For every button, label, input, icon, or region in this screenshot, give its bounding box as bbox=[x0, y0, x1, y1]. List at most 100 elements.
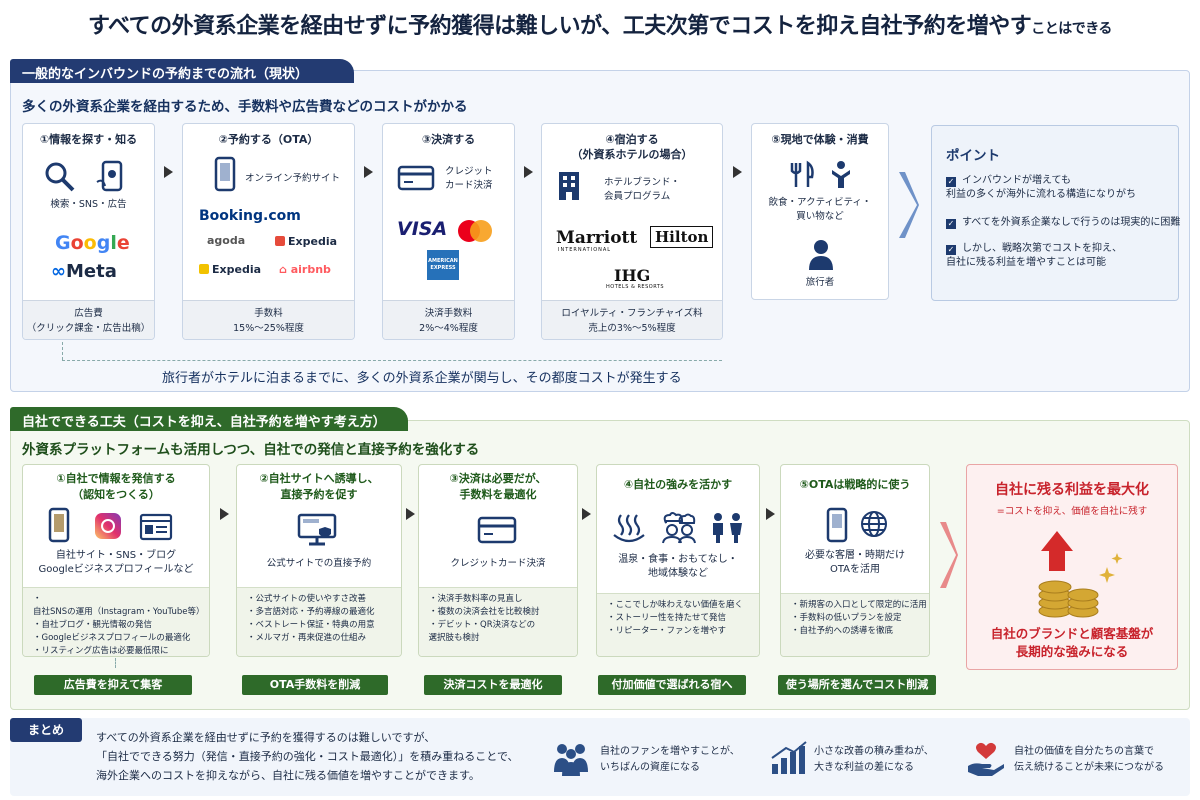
card-sub: 必要な客層・時期だけ OTAを活用 bbox=[805, 550, 905, 575]
card-detail-list: 決済手数料率の見直し 複数の決済会社を比較検討 デビット・QR決済などの 選択肢… bbox=[419, 587, 577, 656]
hot-spring-icon bbox=[613, 514, 645, 543]
card-footer-label: 広告費 bbox=[74, 308, 103, 319]
title-tail: ことはできる bbox=[1031, 21, 1112, 37]
summary-text: すべての外資系企業を経由せずに予約を獲得するのは難しいですが、 「自社でできる努… bbox=[96, 728, 519, 785]
detail-item-continued: 選択肢も検討 bbox=[428, 633, 480, 643]
amex-logo: AMERICAN EXPRESS bbox=[427, 250, 459, 280]
flow-arrow bbox=[364, 166, 373, 178]
detail-item: 決済手数料率の見直し bbox=[429, 593, 577, 606]
detail-item: ここでしか味わえない価値を磨く bbox=[607, 599, 759, 612]
effect-tag: 使う場所を選んでコスト削減 bbox=[778, 675, 936, 695]
detail-item: ベストレート保証・特典の用意 bbox=[247, 619, 401, 632]
flow-arrow bbox=[164, 166, 173, 178]
card-sub: 自社サイト・SNS・ブログ Googleビジネスプロフィールなど bbox=[38, 550, 194, 575]
hotel-building-icon bbox=[559, 172, 579, 200]
card-sub: 旅行者 bbox=[805, 277, 835, 288]
card-footer: 手数料 15%〜25%程度 bbox=[183, 300, 354, 339]
result-footer: 自社のブランドと顧客基盤が 長期的な強みになる bbox=[990, 626, 1154, 659]
point-text: インバウンドが増えても 利益の多くが海外に流れる構造になりがち bbox=[946, 175, 1136, 200]
chevron-right-icon bbox=[899, 172, 919, 238]
detail-item: メルマガ・再来促進の仕組み bbox=[247, 632, 401, 645]
summary-box bbox=[10, 718, 1190, 796]
expedia-logo-1: Expedia bbox=[275, 235, 337, 248]
monitor-icon bbox=[297, 513, 337, 546]
flow-arrow bbox=[406, 508, 415, 520]
card-footer-label: 手数料 bbox=[254, 308, 283, 319]
smartphone-icon bbox=[48, 507, 70, 543]
card-footer-value: 15%〜25%程度 bbox=[233, 323, 304, 334]
connector-line bbox=[62, 342, 63, 360]
card-footer-label: ロイヤルティ・フランチャイズ料 bbox=[561, 308, 703, 319]
mastercard-logo bbox=[458, 220, 492, 242]
detail-item: 新規客の入口として限定的に活用 bbox=[791, 599, 929, 612]
detail-item: ストーリー性を持たせて発信 bbox=[607, 612, 759, 625]
flow-arrow bbox=[524, 166, 533, 178]
effort-card-direct: ②自社サイトへ誘導し、 直接予約を促す 公式サイトでの直接予約 公式サイトの使い… bbox=[236, 464, 402, 657]
agoda-logo: agoda bbox=[207, 234, 246, 247]
expedia-text: Expedia bbox=[212, 263, 262, 276]
effort-card-strength: ④自社の強みを活かす 温泉・食事・おもてなし・ 地域体験など ここでしか味わえな… bbox=[596, 464, 760, 657]
card-footer: 広告費 （クリック課金・広告出稿） bbox=[23, 300, 154, 339]
booking-logo: Booking.com bbox=[199, 208, 301, 224]
chevron-right-icon bbox=[940, 522, 958, 588]
card-heading: ③決済する bbox=[421, 133, 476, 146]
card-detail-list: 自社SNSの運用（Instagram・YouTube等） 自社ブログ・観光情報の… bbox=[23, 587, 209, 656]
airbnb-logo: ⌂ airbnb bbox=[279, 263, 331, 276]
summary-item: 小さな改善の積み重ねが、 大きな利益の差になる bbox=[814, 746, 934, 773]
credit-card-icon bbox=[477, 516, 517, 544]
card-sub: 飲食・アクティビティ・ 買い物など bbox=[768, 197, 872, 222]
card-sub: 温泉・食事・おもてなし・ 地域体験など bbox=[618, 554, 738, 579]
point-item: ✓インバウンドが増えても 利益の多くが海外に流れる構造になりがち bbox=[946, 174, 1136, 202]
flow-arrow bbox=[766, 508, 775, 520]
ihg-sub: HOTELS & RESORTS bbox=[606, 284, 665, 290]
detail-item: 手数料の低いプランを設定 bbox=[791, 612, 929, 625]
card-footer-value: 売上の3%〜5%程度 bbox=[588, 323, 676, 334]
growth-chart-icon bbox=[771, 741, 807, 774]
card-detail-list: 新規客の入口として限定的に活用 手数料の低いプランを設定 自社予約への誘導を徹底 bbox=[781, 593, 929, 656]
card-heading: ②予約する（OTA） bbox=[218, 133, 319, 146]
card-sub: クレジットカード決済 bbox=[450, 558, 546, 569]
hilton-logo: Hilton bbox=[650, 226, 714, 248]
point-item: ✓しかし、戦略次第でコストを抑え、 自社に残る利益を増やすことは可能 bbox=[946, 242, 1122, 270]
card-footer-value: （クリック課金・広告出稿） bbox=[26, 323, 151, 334]
detail-item: リピーター・ファンを増やす bbox=[607, 625, 759, 638]
card-heading: ⑤OTAは戦略的に使う bbox=[799, 478, 911, 491]
flow-arrow bbox=[220, 508, 229, 520]
card-detail-list: ここでしか味わえない価値を磨く ストーリー性を持たせて発信 リピーター・ファンを… bbox=[597, 593, 759, 656]
effort-card-publish: ①自社で情報を発信する （認知をつくる） 自社サイト・SNS・ブログ Googl… bbox=[22, 464, 210, 657]
coins-growth-icon bbox=[1038, 531, 1123, 618]
smartphone-icon bbox=[96, 160, 123, 192]
traveler-icon bbox=[809, 240, 833, 270]
google-logo: Google bbox=[55, 232, 130, 254]
detail-item: デビット・QR決済などの bbox=[429, 619, 577, 632]
flow-card-ota: ②予約する（OTA） オンライン予約サイト Booking.com agoda … bbox=[182, 123, 355, 340]
flow-arrow bbox=[582, 508, 591, 520]
card-sub: 公式サイトでの直接予約 bbox=[266, 558, 372, 569]
card-heading: ③決済は必要だが、 手数料を最適化 bbox=[449, 472, 547, 501]
meta-logo: ∞Meta bbox=[51, 261, 117, 282]
detail-item: リスティング広告は必要最低限に bbox=[33, 645, 209, 656]
detail-item: 多言語対応・予約導線の最適化 bbox=[247, 606, 401, 619]
detail-item: 自社予約への誘導を徹底 bbox=[791, 625, 929, 638]
point-item: ✓すべてを外資系企業なしで行うのは現実的に困難 bbox=[946, 216, 1180, 230]
summary-line: 「自社でできる努力（発信・直接予約の強化・コスト最適化）」を積み重ねることで、 bbox=[96, 750, 519, 763]
card-detail-list: 公式サイトの使いやすさ改善 多言語対応・予約導線の最適化 ベストレート保証・特典… bbox=[237, 587, 401, 656]
page-title: すべての外資系企業を経由せずに予約獲得は難しいが、工夫次第でコストを抑え自社予約… bbox=[0, 8, 1200, 40]
chef-icon bbox=[662, 512, 696, 544]
effect-tag: 付加価値で選ばれる宿へ bbox=[598, 675, 746, 695]
point-box: ポイント ✓インバウンドが増えても 利益の多くが海外に流れる構造になりがち ✓す… bbox=[931, 125, 1180, 301]
current-flow-lead: 多くの外資系企業を経由するため、手数料や広告費などのコストがかかる bbox=[22, 99, 468, 115]
effort-card-ota: ⑤OTAは戦略的に使う 必要な客層・時期だけ OTAを活用 新規客の入口として限… bbox=[780, 464, 930, 657]
webpage-icon bbox=[139, 513, 173, 541]
globe-icon bbox=[861, 511, 887, 537]
result-heading: 自社に残る利益を最大化 bbox=[995, 482, 1149, 498]
effect-tag: 広告費を抑えて集客 bbox=[34, 675, 192, 695]
visa-logo: VISA bbox=[397, 218, 448, 240]
marriott-sub: INTERNATIONAL bbox=[558, 247, 612, 253]
detail-item: 公式サイトの使いやすさ改善 bbox=[247, 593, 401, 606]
effect-tag: OTA手数料を削減 bbox=[242, 675, 388, 695]
connector-line bbox=[115, 658, 116, 668]
current-flow-tab: 一般的なインバウンドの予約までの流れ（現状） bbox=[10, 59, 354, 83]
expedia-logo-2: Expedia bbox=[199, 263, 261, 276]
